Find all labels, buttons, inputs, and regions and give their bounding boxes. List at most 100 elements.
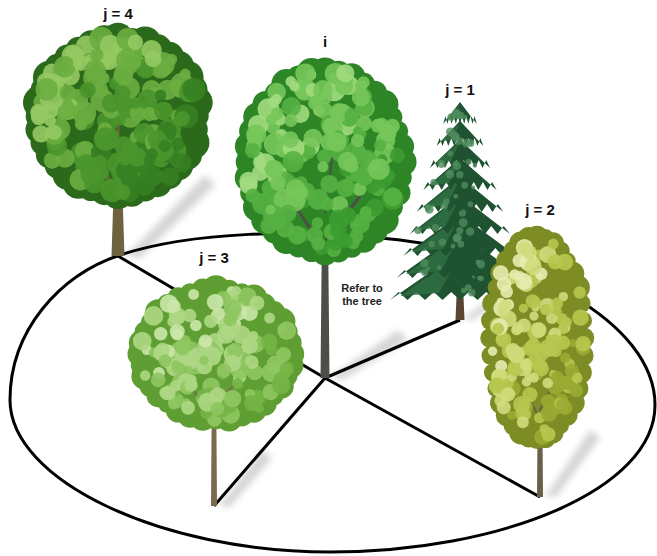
tree-leaves <box>277 321 296 340</box>
tree-leaves <box>268 97 279 108</box>
tree-leaves <box>374 140 386 152</box>
conifer-needles <box>468 201 474 207</box>
tree-leaves <box>551 297 563 309</box>
tree-label: j = 3 <box>199 248 229 268</box>
tree-leaves <box>306 227 322 243</box>
tree-leaves <box>327 132 347 152</box>
conifer-needles <box>426 266 430 270</box>
conifer-tier <box>403 214 516 256</box>
tree-leaves <box>529 311 538 320</box>
tree-leaves <box>340 235 353 248</box>
conifer-needles <box>456 171 463 178</box>
tree-crown <box>139 288 294 420</box>
conifer-tier <box>443 102 476 124</box>
tree-label: j = 4 <box>103 4 133 24</box>
tree-leaves <box>199 356 208 365</box>
conifer-needles <box>420 259 428 267</box>
tree-leaves <box>184 378 198 392</box>
tree-leaves <box>534 361 549 376</box>
tree-leaves <box>204 314 218 328</box>
tree-leaves <box>498 308 507 317</box>
tree-leaves <box>368 158 390 180</box>
conifer-needles <box>453 194 458 199</box>
tree-leaves <box>183 78 206 101</box>
tree-leaves <box>232 286 241 295</box>
distance-line <box>325 378 540 497</box>
tree-leaves <box>183 309 196 322</box>
tree-leaves <box>272 375 291 394</box>
tree-leaves <box>562 317 572 327</box>
tree-leaves <box>541 406 557 422</box>
tree-leaves <box>338 152 357 171</box>
tree-leaves <box>551 371 564 384</box>
conifer-needles <box>462 139 470 147</box>
tree-leaves <box>35 78 58 101</box>
tree-leaves <box>172 153 191 172</box>
tree-leaves <box>171 329 183 341</box>
conifer-needles <box>478 276 483 281</box>
tree-leaves <box>519 304 528 313</box>
tree-drawing <box>128 275 305 506</box>
tree-leaves <box>572 373 582 383</box>
conifer-needles <box>414 226 422 234</box>
tree-leaves <box>284 188 302 206</box>
tree-leaves <box>175 339 191 355</box>
tree-leaves <box>224 390 241 407</box>
tree-leaves <box>520 359 532 371</box>
tree-leaves <box>266 344 278 356</box>
tree-leaves <box>284 114 297 127</box>
tree-leaves <box>270 175 286 191</box>
tree-leaves <box>158 140 171 153</box>
tree-drawing <box>480 226 594 497</box>
conifer-needles <box>458 241 465 248</box>
tree-leaves <box>525 258 542 275</box>
tree-leaves <box>390 148 405 163</box>
tree-note: Refer to the tree <box>337 282 387 308</box>
tree-leaves <box>129 97 141 109</box>
conifer-needles <box>446 127 455 136</box>
conifer-needles <box>473 163 477 167</box>
conifer-needles <box>450 244 455 249</box>
tree-label: i <box>323 32 327 52</box>
conifer-needles <box>454 137 462 145</box>
tree-leaves <box>282 97 301 116</box>
conifer-needles <box>430 179 436 185</box>
tree-crown <box>37 37 199 195</box>
tree-crown <box>246 70 404 254</box>
tree-leaves <box>85 60 106 81</box>
tree-crown <box>489 235 585 441</box>
tree-leaves <box>540 304 552 316</box>
tree-leaves <box>199 335 212 348</box>
tree-leaves <box>548 254 563 269</box>
tree-leaves <box>336 64 354 82</box>
tree-leaves <box>90 48 103 61</box>
tree-leaves <box>555 398 570 413</box>
distance-line <box>214 378 325 506</box>
conifer-needles <box>453 161 458 166</box>
tree-leaves <box>575 336 590 351</box>
tree-leaves <box>154 101 173 120</box>
conifer-needles <box>428 241 435 248</box>
tree-leaves <box>488 347 497 356</box>
tree-leaves <box>123 56 139 72</box>
tree-leaves <box>115 184 131 200</box>
conifer-needles <box>443 198 450 205</box>
conifer-needles <box>456 227 463 234</box>
tree-leaves <box>151 373 166 388</box>
tree-leaves <box>244 395 260 411</box>
tree-leaves <box>572 309 588 325</box>
tree-node: j = 2 <box>475 200 605 497</box>
conifer-needles <box>466 159 472 165</box>
tree-leaves <box>54 56 75 77</box>
tree-leaves <box>317 149 332 164</box>
tree-leaves <box>491 318 508 335</box>
tree-leaves <box>247 129 263 145</box>
tree-leaves <box>517 241 531 255</box>
tree-leaves <box>512 322 524 334</box>
tree-leaves <box>317 161 328 172</box>
tree-leaves <box>288 226 307 245</box>
conifer-needles <box>471 185 475 189</box>
tree-leaves <box>42 103 58 119</box>
conifer-needles <box>461 287 467 293</box>
tree-leaves <box>118 153 131 166</box>
